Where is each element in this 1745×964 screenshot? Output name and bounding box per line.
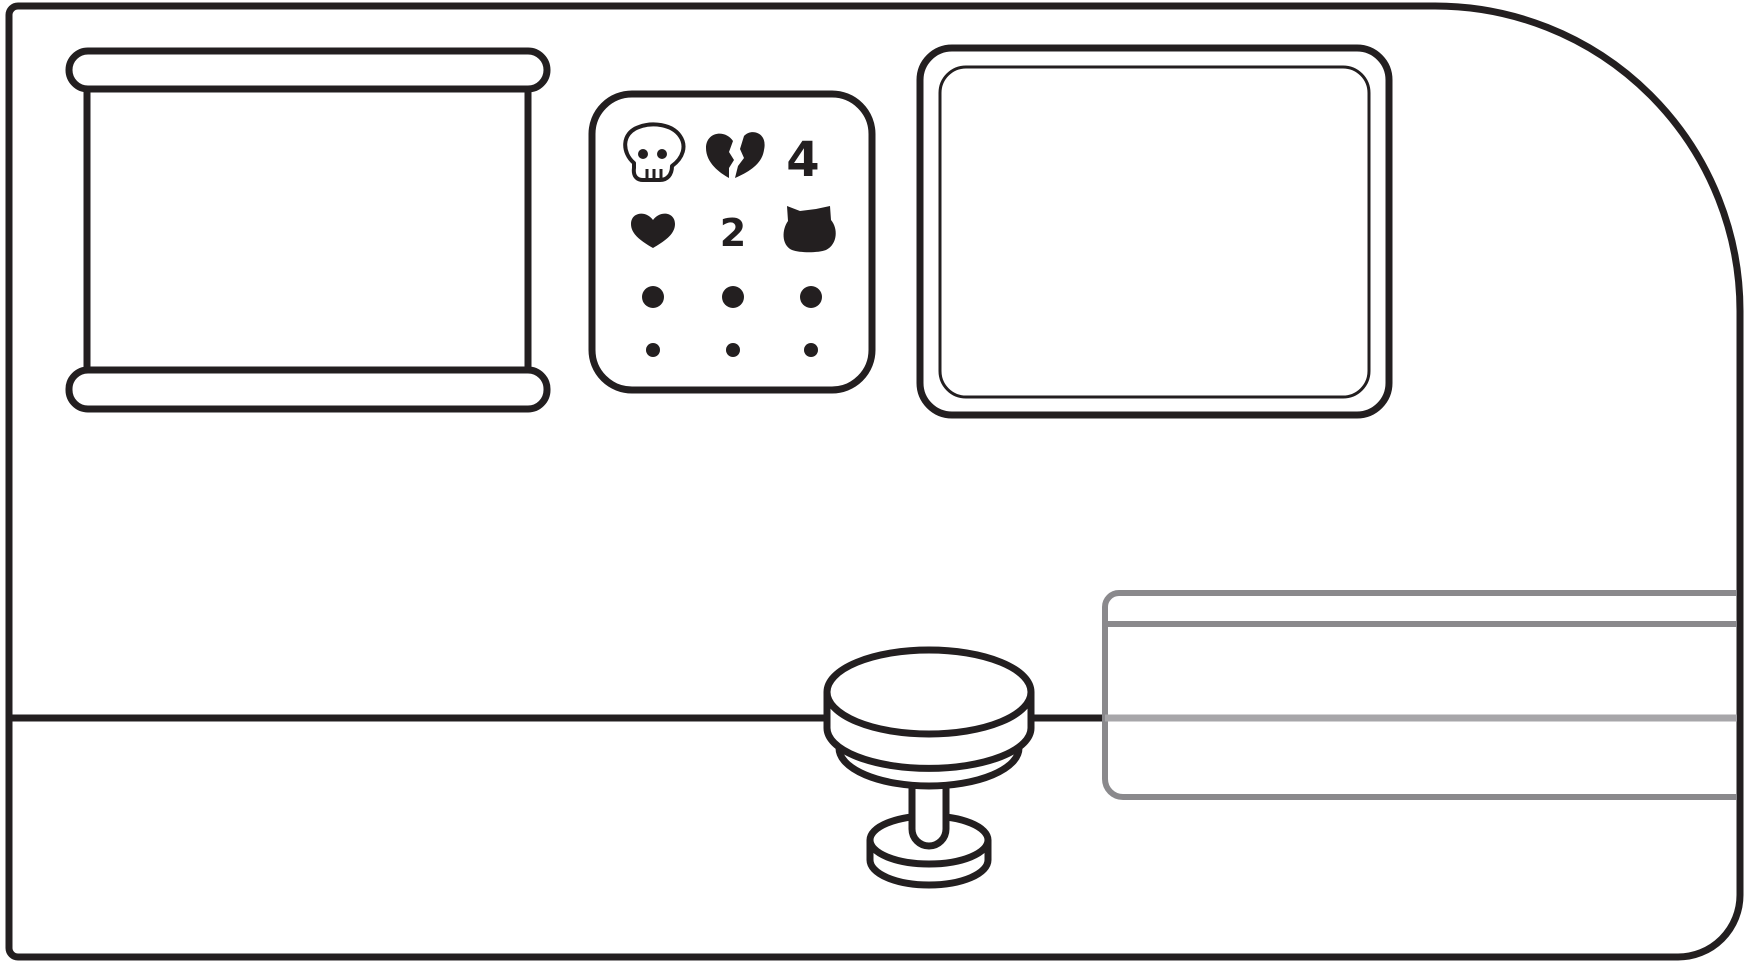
screen-inner [938,65,1371,399]
mushroom-button[interactable] [823,646,1035,889]
scroll-roller-top [65,47,551,93]
small-dot-icon [804,343,818,357]
screen-display[interactable] [916,44,1393,419]
number-4-icon: 4 [786,132,819,188]
button-cap-top [823,646,1035,738]
scroll-window[interactable] [65,47,551,413]
small-dot-icon [646,343,660,357]
number-2-icon: 2 [720,211,746,255]
side-track-panel [1102,590,1737,800]
skull-icon [623,122,686,182]
screen-bezel [916,44,1393,419]
status-panel-frame [588,90,876,394]
status-panel: 4 2 [588,90,876,394]
dot-icon [800,286,822,308]
scroll-body [83,85,532,374]
side-panel-outline [1102,590,1737,800]
scroll-roller-bottom [65,366,551,413]
cat-head-icon [783,206,836,253]
dot-icon [642,286,664,308]
broken-heart-icon [706,132,765,178]
small-dot-icon [726,343,740,357]
outer-frame [5,2,1744,961]
heart-icon [631,213,675,248]
dot-icon [722,286,744,308]
